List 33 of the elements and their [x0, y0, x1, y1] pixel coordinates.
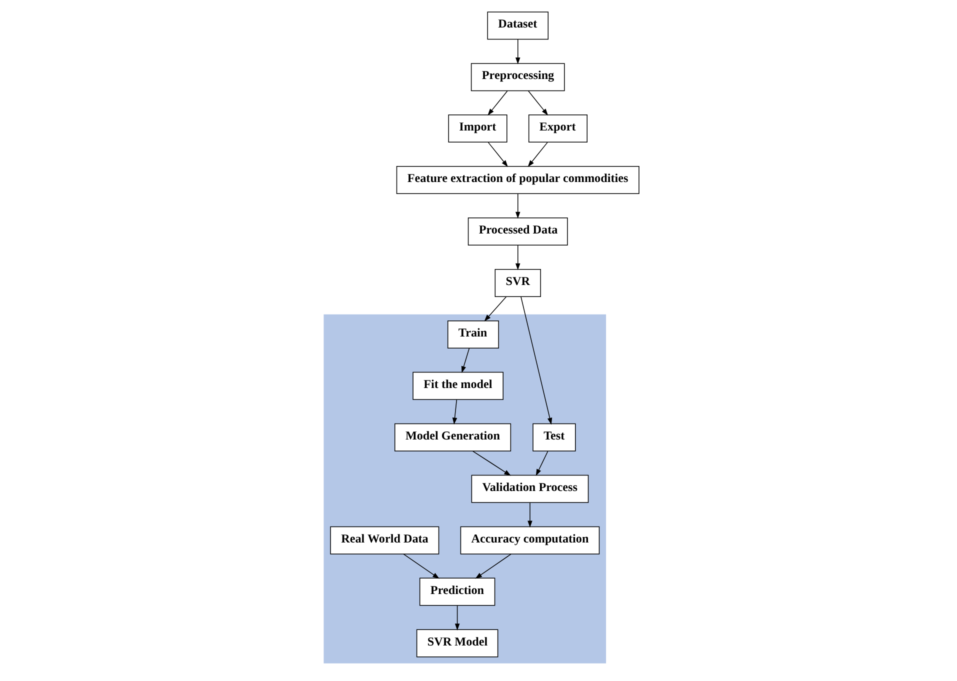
- node-box: SVR: [494, 268, 541, 297]
- arrow: [461, 348, 470, 374]
- node-box: Train: [447, 320, 499, 348]
- node-box: Prediction: [419, 578, 496, 606]
- arrow: [528, 502, 532, 528]
- arrow: [403, 554, 440, 579]
- arrow: [515, 245, 520, 270]
- arrow: [528, 142, 548, 167]
- arrow: [454, 605, 460, 630]
- node-box: Accuracy computation: [460, 526, 600, 554]
- node-box: Validation Process: [471, 474, 589, 503]
- arrow: [472, 450, 511, 476]
- arrow: [515, 194, 520, 219]
- arrow: [475, 554, 512, 579]
- node-box: Model Generation: [394, 423, 512, 452]
- node-box: Real World Data: [330, 526, 440, 554]
- node-box: SVR Model: [416, 629, 498, 658]
- node-box: Fit the model: [412, 372, 504, 400]
- arrow: [484, 296, 506, 322]
- arrow: [488, 90, 508, 116]
- arrow: [452, 399, 458, 425]
- node-box: Import: [448, 114, 508, 143]
- node-box: Processed Data: [468, 218, 568, 246]
- node-box: Dataset: [487, 12, 549, 40]
- arrow: [520, 296, 552, 425]
- node-box: Feature extraction of popular commodities: [396, 166, 640, 194]
- node-box: Test: [532, 423, 576, 452]
- node-box: Export: [528, 114, 588, 143]
- arrow: [515, 39, 520, 64]
- arrow: [488, 142, 508, 167]
- node-box: Preprocessing: [470, 63, 565, 92]
- arrow: [536, 450, 548, 476]
- arrow: [528, 90, 548, 116]
